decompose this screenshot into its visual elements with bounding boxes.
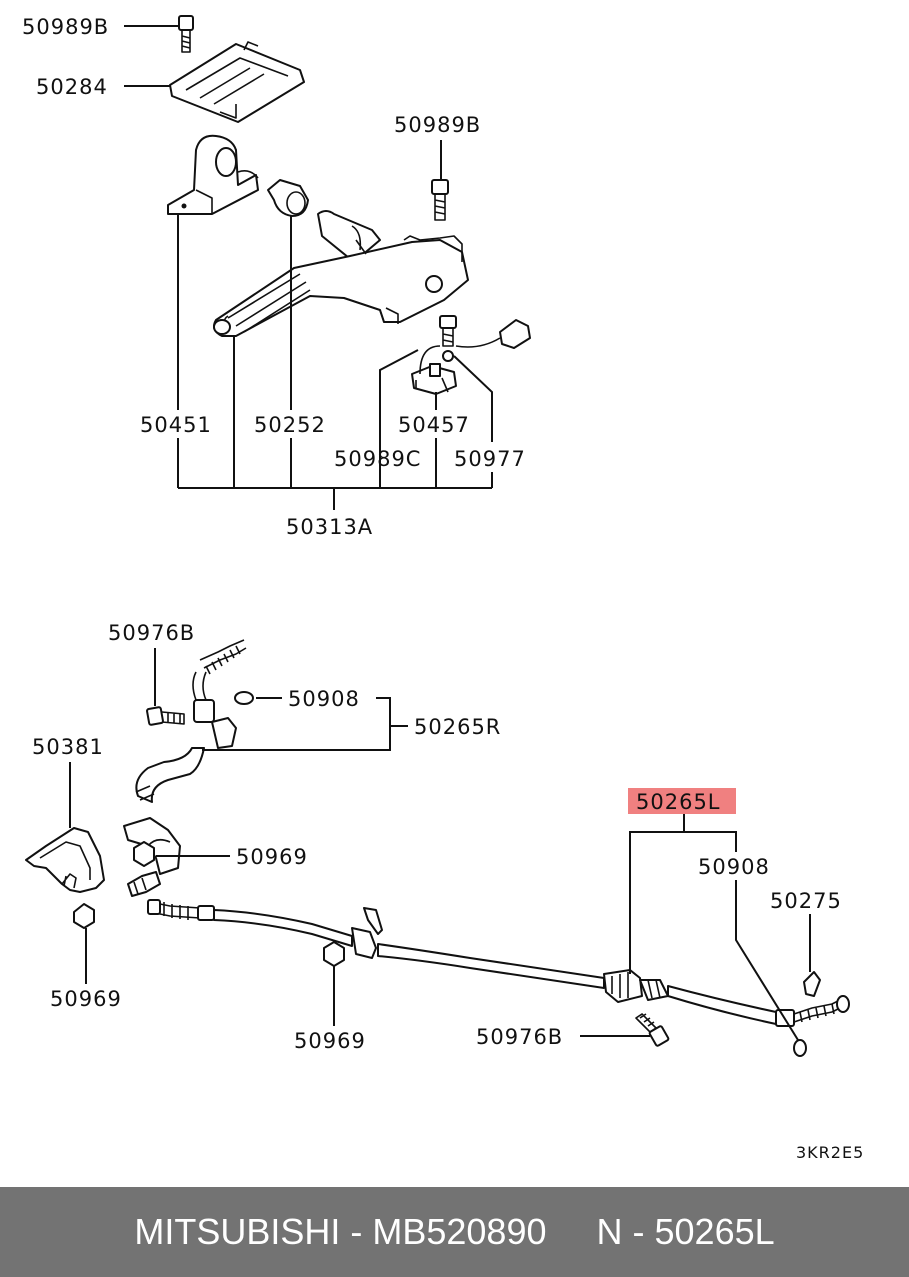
footer-bar: MITSUBISHI - MB520890 N - 50265L [0, 1187, 909, 1277]
bracket-50284 [169, 41, 305, 123]
brake-lever [213, 210, 469, 337]
bolt-50989C [439, 315, 457, 347]
label-50451: 50451 [140, 413, 212, 437]
clip-50275 [803, 971, 821, 997]
label-50969-bottom: 50969 [294, 1029, 366, 1053]
nut-50969-left [73, 903, 95, 929]
cable-50265L [147, 899, 850, 1027]
label-50908-top: 50908 [288, 687, 360, 711]
label-50381: 50381 [32, 735, 104, 759]
highlight-50265L [628, 788, 736, 814]
bolt-50989B-top [178, 15, 194, 53]
bushing-bracket-50451 [167, 134, 259, 215]
footer-part-number: MB520890 [372, 1211, 547, 1252]
bolt-50976B-bottom [635, 1013, 670, 1047]
washer-50908-right [793, 1039, 807, 1057]
nut-50969-mid [133, 841, 155, 867]
label-50989B-mid: 50989B [394, 113, 481, 137]
switch-50457 [411, 345, 457, 395]
diagram-code: 3KR2E5 [796, 1143, 864, 1162]
footer-ref: N - 50265L [596, 1211, 775, 1252]
label-50284: 50284 [36, 75, 108, 99]
cable-end-fitting [127, 871, 161, 897]
label-50252: 50252 [254, 413, 326, 437]
label-50989B-top: 50989B [22, 15, 109, 39]
label-50908-right: 50908 [698, 855, 770, 879]
label-50457: 50457 [398, 413, 470, 437]
cable-50265R [135, 639, 247, 803]
label-50275: 50275 [770, 889, 842, 913]
label-50313A: 50313A [286, 515, 373, 539]
footer-gap [547, 1211, 597, 1253]
label-50976B-bottom: 50976B [476, 1025, 563, 1049]
washer-50908-top [234, 691, 254, 705]
bushing-50252 [267, 179, 309, 217]
footer-separator: - [340, 1211, 373, 1252]
label-50977: 50977 [454, 447, 526, 471]
nut-50969-bottom [323, 941, 345, 967]
parts-diagram: 50989B 50284 50989B 50451 50252 50457 50… [22, 15, 864, 1162]
cover-50381 [25, 827, 105, 893]
bolt-50976B-top [146, 706, 185, 726]
label-50969-mid: 50969 [236, 845, 308, 869]
switch-connector-50977 [442, 319, 531, 362]
label-50969-left: 50969 [50, 987, 122, 1011]
label-50265L: 50265L [636, 790, 721, 814]
label-50265R: 50265R [414, 715, 501, 739]
label-50989C: 50989C [334, 447, 421, 471]
bolt-50989B-mid [431, 179, 449, 221]
footer-brand: MITSUBISHI [134, 1211, 341, 1252]
label-50976B-top: 50976B [108, 621, 195, 645]
